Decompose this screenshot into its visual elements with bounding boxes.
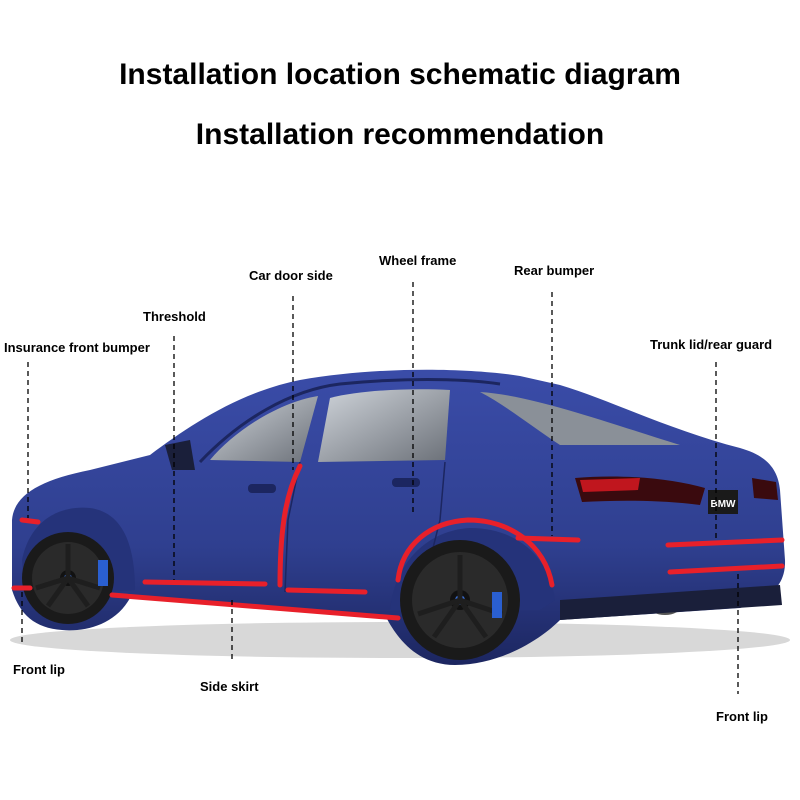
rear-windshield — [480, 392, 680, 445]
car-shadow — [10, 622, 790, 658]
label-threshold: Threshold — [143, 309, 206, 324]
strip-front-lip-right — [667, 563, 785, 575]
label-trunk-lid-rear-guard: Trunk lid/rear guard — [650, 337, 773, 352]
label-rear-bumper: Rear bumper — [514, 263, 595, 278]
strip-wheel-frame — [395, 517, 555, 588]
strip-trunk-guard — [665, 537, 785, 548]
strip-rear-bumper — [515, 535, 581, 543]
rear-side-window — [318, 389, 450, 462]
front-side-window — [210, 396, 318, 462]
label-insurance-front-bumper: Insurance front bumper — [4, 340, 150, 355]
strip-insurance-front-bumper — [19, 517, 41, 525]
strip-car-door-bottom — [285, 587, 368, 595]
label-car-door-side: Car door side — [249, 268, 333, 283]
diagram-title: Installation location schematic diagram — [119, 58, 681, 91]
rear-badge: BMW — [711, 499, 737, 510]
label-front-lip-right: Front lip — [716, 709, 768, 724]
label-front-lip-left: Front lip — [13, 662, 65, 677]
front-door-handle — [248, 484, 276, 493]
label-side-skirt: Side skirt — [200, 679, 259, 694]
strip-threshold — [142, 579, 268, 587]
side-mirror — [165, 440, 195, 470]
diagram-subtitle: Installation recommendation — [195, 118, 605, 151]
strip-car-door-side — [277, 463, 303, 588]
rear-plate — [708, 490, 738, 514]
strip-side-skirt — [109, 592, 401, 621]
leader-lines — [21, 282, 739, 694]
install-strips — [11, 463, 785, 621]
label-wheel-frame: Wheel frame — [379, 253, 457, 268]
rear-door-handle — [392, 478, 420, 487]
